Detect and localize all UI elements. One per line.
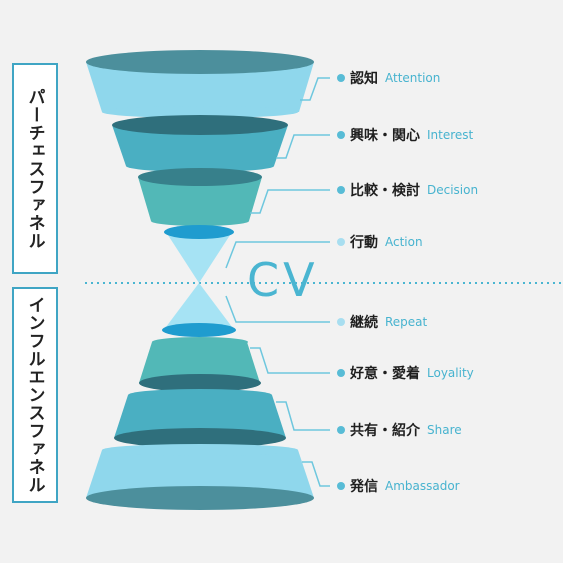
dot-loyality [337,369,345,377]
funnel-segment-ambassador [86,444,314,510]
stage-label-attention: 認知 Attention [350,67,440,89]
dot-interest [337,131,345,139]
stage-label-share: 共有・紹介 Share [350,419,462,441]
dot-decision [337,186,345,194]
connector-ambassador [302,461,330,487]
stage-en: Share [427,423,462,437]
stage-en: Action [385,235,423,249]
connector-action [225,241,330,269]
purchase-funnel-label-box: パーチェスファネル [12,63,58,274]
funnel-segment-interest [112,115,288,172]
stage-label-ambassador: 発信 Ambassador [350,475,460,497]
connector-repeat [225,295,330,323]
connector-interest [276,134,330,159]
funnel-segment-attention [86,50,314,118]
stage-label-loyality: 好意・愛着 Loyality [350,362,474,384]
funnel-neck [166,232,232,327]
funnel-segment-loyality [139,337,261,392]
connector-share [276,401,330,431]
stage-label-interest: 興味・関心 Interest [350,124,473,146]
stage-label-decision: 比較・検討 Decision [350,179,478,201]
funnel-segment-repeat [162,323,236,337]
stage-en: Loyality [427,366,474,380]
connector-attention [300,77,330,101]
dot-share [337,426,345,434]
stage-label-repeat: 継続 Repeat [350,311,427,333]
stage-jp: 共有・紹介 [350,423,420,439]
connector-loyality [250,347,330,374]
stage-en: Attention [385,71,441,85]
stage-jp: 比較・検討 [350,183,420,199]
funnel-segment-share [114,389,286,448]
cv-label: CV [247,253,319,307]
stage-en: Decision [427,183,479,197]
purchase-funnel-label: パーチェスファネル [24,87,45,250]
dot-attention [337,74,345,82]
stage-jp: 継続 [350,315,378,331]
dot-ambassador [337,482,345,490]
dot-action [337,238,345,246]
stage-en: Ambassador [385,479,460,493]
stage-jp: 興味・関心 [350,128,420,144]
connector-decision [250,189,330,214]
stage-label-action: 行動 Action [350,231,423,253]
dot-repeat [337,318,345,326]
influence-funnel-label: インフルエンスファネル [24,296,45,494]
stage-jp: 発信 [350,479,378,495]
funnel-segment-action [164,225,234,239]
stage-jp: 認知 [350,71,378,87]
stage-jp: 行動 [350,235,378,251]
stage-en: Repeat [385,315,428,329]
funnel-segment-decision [138,168,262,226]
influence-funnel-label-box: インフルエンスファネル [12,287,58,503]
stage-en: Interest [427,128,474,142]
stage-jp: 好意・愛着 [350,366,420,382]
